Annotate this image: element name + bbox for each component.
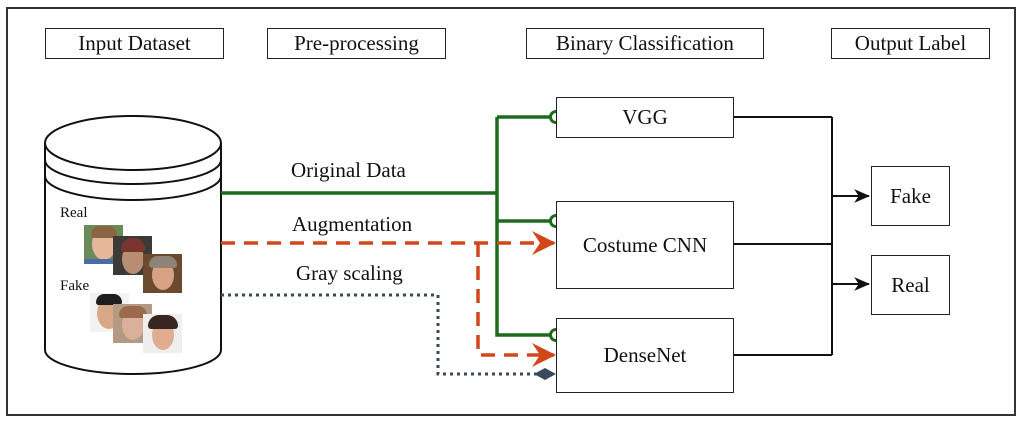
header-output-label: Output Label — [831, 28, 990, 59]
augmentation-arrowheads — [532, 231, 556, 367]
fake-face-3 — [143, 314, 182, 353]
diagram-frame — [6, 7, 1016, 416]
header-preprocessing: Pre-processing — [267, 28, 446, 59]
output-real: Real — [871, 255, 950, 315]
model-densenet: DenseNet — [556, 318, 734, 393]
real-face-3 — [143, 254, 182, 293]
dataset-fake-label: Fake — [60, 278, 90, 294]
header-input-dataset: Input Dataset — [45, 28, 224, 59]
header-binary-classification: Binary Classification — [526, 28, 764, 59]
model-vgg: VGG — [556, 97, 734, 138]
original-data-path — [221, 115, 550, 337]
label-original-data: Original Data — [291, 158, 406, 182]
output-collector — [733, 116, 871, 356]
label-augmentation: Augmentation — [292, 212, 413, 236]
grayscale-diamond-icon — [534, 368, 556, 380]
grayscale-path — [221, 293, 540, 376]
dataset-real-label: Real — [60, 205, 88, 221]
model-costume-cnn: Costume CNN — [556, 201, 734, 289]
label-gray-scaling: Gray scaling — [296, 261, 403, 285]
augmentation-path — [221, 237, 555, 361]
fake-face-2 — [113, 304, 152, 343]
output-fake: Fake — [871, 166, 950, 226]
